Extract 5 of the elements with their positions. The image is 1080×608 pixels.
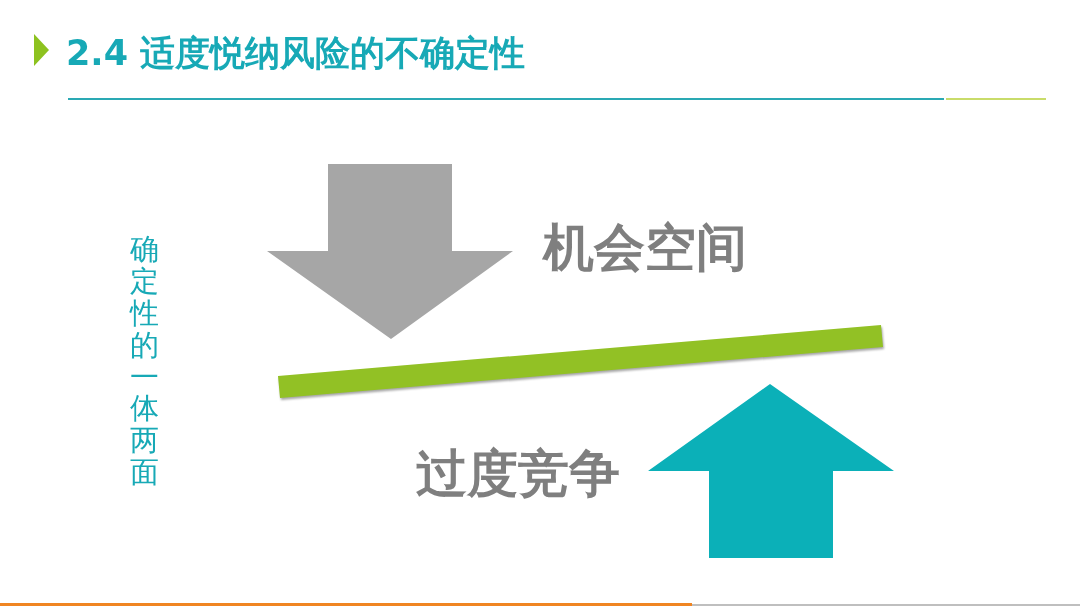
slide-title: 2.4 适度悦纳风险的不确定性 <box>66 32 526 75</box>
vertical-caption: 确定性的一体两面 <box>130 234 159 490</box>
upper-label: 机会空间 <box>543 217 747 279</box>
lower-label: 过度竞争 <box>416 443 620 505</box>
tilted-bar <box>278 325 883 398</box>
